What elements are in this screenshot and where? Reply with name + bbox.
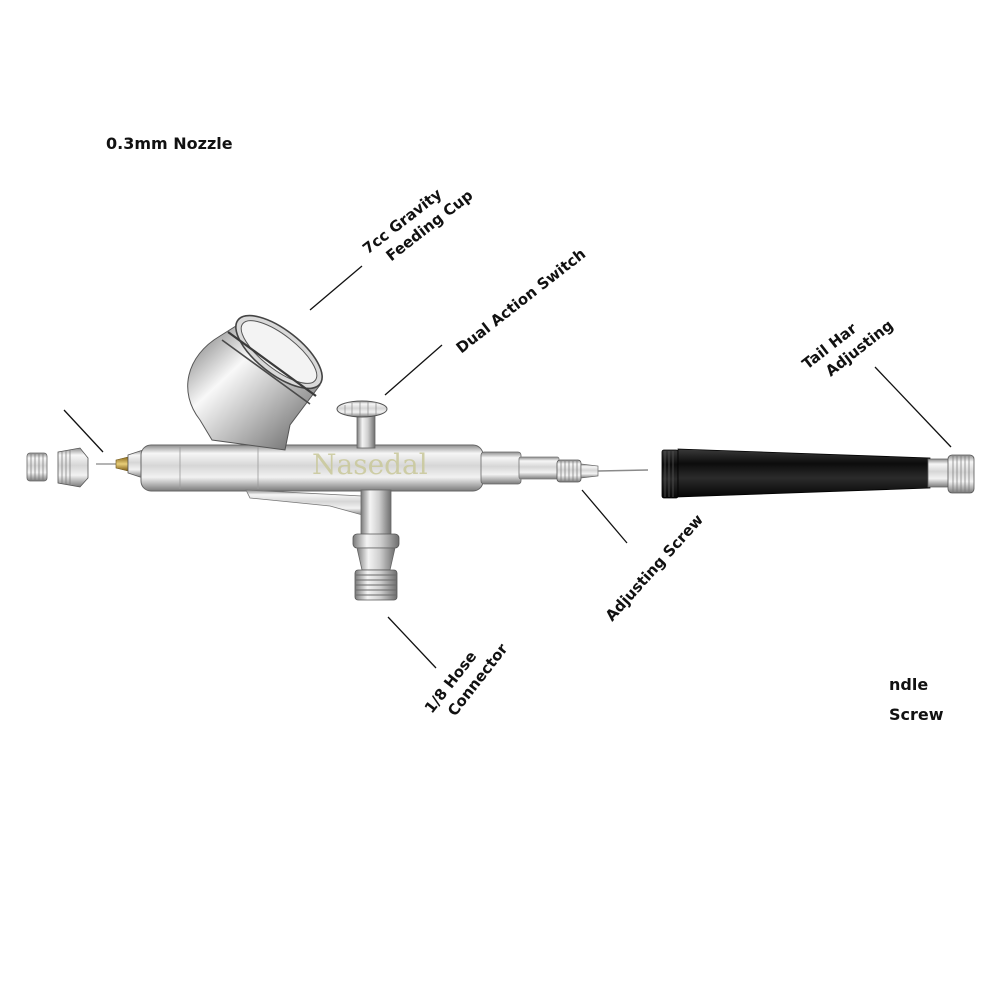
nozzle-cap bbox=[26, 452, 48, 482]
tail-label-line2-bottom: Screw bbox=[889, 705, 944, 725]
nozzle-guard bbox=[57, 447, 89, 488]
rear-collar bbox=[480, 451, 522, 485]
valve-nut bbox=[352, 533, 400, 549]
cup-leader bbox=[309, 265, 363, 311]
black-handle bbox=[677, 448, 931, 498]
tail-label-line1-bottom: ndle bbox=[889, 675, 929, 694]
nozzle-leader bbox=[63, 409, 104, 453]
valve-stem bbox=[360, 489, 392, 539]
nozzle-cap-parts bbox=[26, 447, 89, 488]
needle bbox=[597, 469, 649, 472]
gravity-cup bbox=[187, 314, 323, 451]
tail-handle-label-bottom: ndle Screw bbox=[889, 670, 944, 731]
tail-handle-part bbox=[661, 448, 975, 499]
leader-lines bbox=[63, 265, 952, 669]
hose-connector-assembly bbox=[245, 489, 400, 601]
brass-nozzle bbox=[115, 456, 129, 472]
nozzle-label: 0.3mm Nozzle bbox=[106, 134, 233, 153]
switch-leader bbox=[384, 344, 443, 396]
adjusting-screw-leader bbox=[581, 489, 628, 544]
adjusting-screw-part bbox=[556, 459, 649, 483]
tail-handle-leader bbox=[874, 366, 952, 448]
hose-leader bbox=[387, 616, 437, 669]
needle-chuck-sleeve bbox=[518, 456, 560, 480]
dual-action-trigger bbox=[336, 400, 388, 449]
airbrush-body bbox=[127, 444, 560, 492]
brand-watermark: Nasedal bbox=[312, 448, 428, 481]
